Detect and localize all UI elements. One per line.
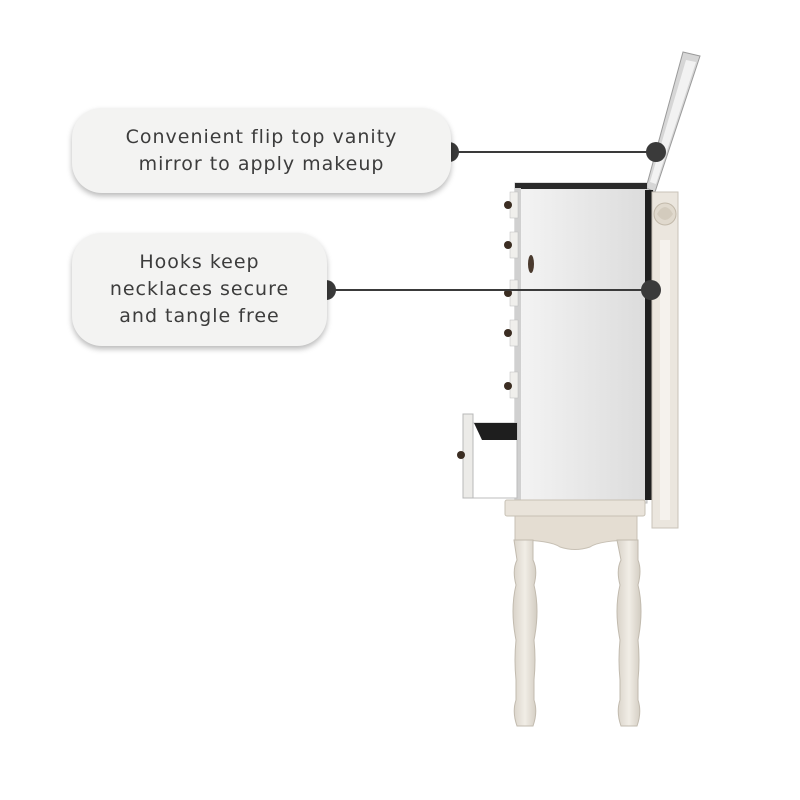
callout-necklace-hooks: Hooks keep necklaces secure and tangle f… xyxy=(72,233,327,346)
callout-line: Convenient flip top vanity xyxy=(125,125,398,148)
callout-line: Hooks keep xyxy=(139,251,260,273)
leader-dot-hooks-end xyxy=(641,280,661,300)
callout-line: and tangle free xyxy=(119,305,280,327)
door-edge xyxy=(645,190,653,500)
callout-flip-top-mirror: Convenient flip top vanity mirror to app… xyxy=(72,108,451,193)
legs xyxy=(512,539,642,727)
callout-line: necklaces secure xyxy=(109,278,290,300)
stand-apron xyxy=(504,499,646,550)
callout-line: mirror to apply makeup xyxy=(138,152,385,175)
side-door-panel xyxy=(651,191,679,529)
drawer-knobs xyxy=(504,191,519,399)
keyhole-icon xyxy=(528,255,534,273)
open-drawer xyxy=(457,413,518,499)
flip-top-mirror xyxy=(645,51,701,193)
cabinet-body xyxy=(514,182,648,504)
leader-dot-mirror-end xyxy=(646,142,666,162)
